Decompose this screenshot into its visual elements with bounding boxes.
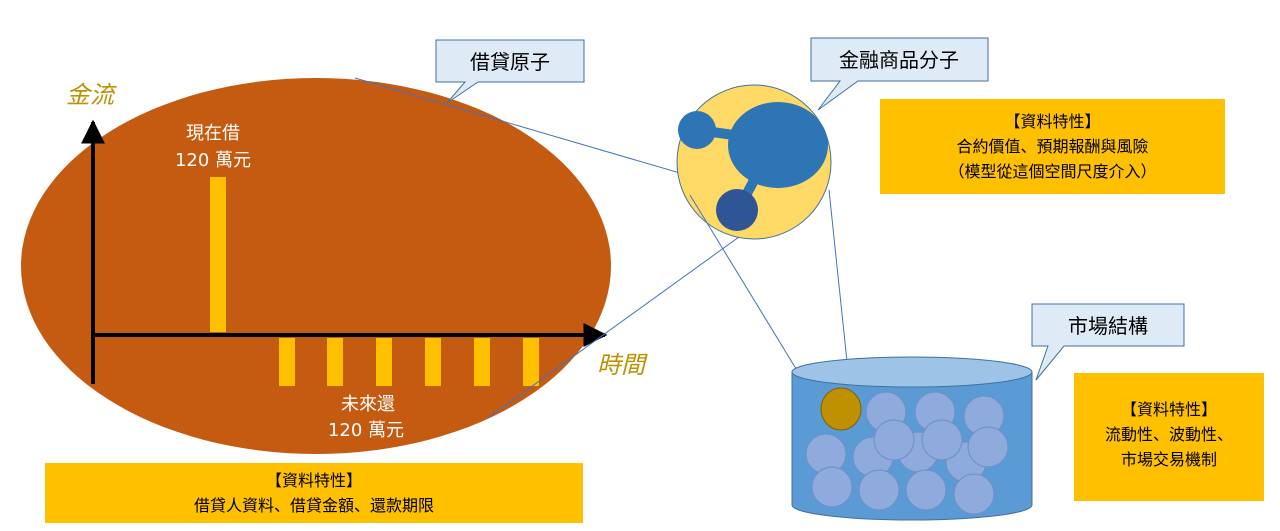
loan-atom-ellipse bbox=[21, 78, 611, 454]
callout-molecule-label: 金融商品分子 bbox=[839, 48, 959, 72]
callout-atom-label: 借貸原子 bbox=[470, 50, 550, 74]
bar-repay-2 bbox=[327, 338, 343, 387]
zoom-line-atom-bottom bbox=[487, 223, 758, 419]
market-participant-ball bbox=[921, 419, 963, 461]
bar-repay-4 bbox=[425, 338, 441, 387]
market-participant-ball bbox=[858, 469, 900, 511]
note-product: 【資料特性】 合約價值、預期報酬與風險 （模型從這個空間尺度介入） bbox=[880, 99, 1225, 194]
note-market-line1: 流動性、波動性、 bbox=[1104, 425, 1233, 444]
note-product-line2: （模型從這個空間尺度介入） bbox=[948, 162, 1157, 181]
borrow-label-line1: 現在借 bbox=[186, 123, 240, 144]
zoom-line-molecule-left bbox=[689, 194, 799, 373]
market-participant-ball bbox=[811, 466, 853, 508]
repay-label-line1: 未來還 bbox=[341, 394, 395, 415]
market-cylinder bbox=[791, 356, 1033, 521]
cashflow-bars bbox=[210, 177, 539, 387]
callout-market-label: 市場結構 bbox=[1068, 314, 1148, 338]
borrow-label-line2: 120 萬元 bbox=[175, 150, 251, 171]
highlighted-molecule-in-market bbox=[820, 387, 862, 431]
zoom-line-atom-top bbox=[354, 77, 739, 191]
repay-label-line2: 120 萬元 bbox=[328, 420, 404, 441]
zoom-line-molecule-right bbox=[828, 189, 851, 391]
callout-market: 市場結構 bbox=[1031, 303, 1185, 381]
market-participant-ball bbox=[967, 426, 1009, 468]
callout-atom: 借貸原子 bbox=[435, 39, 585, 104]
note-product-line1: 合約價值、預期報酬與風險 bbox=[956, 137, 1149, 156]
financial-molecule bbox=[676, 84, 832, 240]
y-axis-label: 金流 bbox=[66, 81, 117, 109]
bar-borrow bbox=[210, 177, 226, 332]
callout-molecule: 金融商品分子 bbox=[810, 37, 989, 111]
note-market-line2: 市場交易機制 bbox=[1120, 450, 1217, 469]
note-loan: 【資料特性】 借貸人資料、借貸金額、還款期限 bbox=[45, 463, 583, 523]
market-participant-ball bbox=[873, 419, 915, 461]
note-product-title: 【資料特性】 bbox=[1004, 112, 1101, 131]
market-participant-ball bbox=[905, 469, 947, 511]
bar-repay-1 bbox=[279, 338, 295, 387]
market-participant-ball bbox=[953, 473, 995, 515]
note-loan-line1: 借貸人資料、借貸金額、還款期限 bbox=[193, 496, 434, 515]
bar-repay-5 bbox=[474, 338, 490, 387]
note-market-title: 【資料特性】 bbox=[1120, 400, 1217, 419]
market-participants bbox=[805, 391, 1009, 515]
note-market: 【資料特性】 流動性、波動性、 市場交易機制 bbox=[1074, 373, 1264, 501]
bar-repay-6 bbox=[523, 338, 539, 387]
bar-repay-3 bbox=[376, 338, 392, 387]
x-axis-label: 時間 bbox=[597, 351, 648, 379]
note-loan-title: 【資料特性】 bbox=[265, 471, 362, 490]
